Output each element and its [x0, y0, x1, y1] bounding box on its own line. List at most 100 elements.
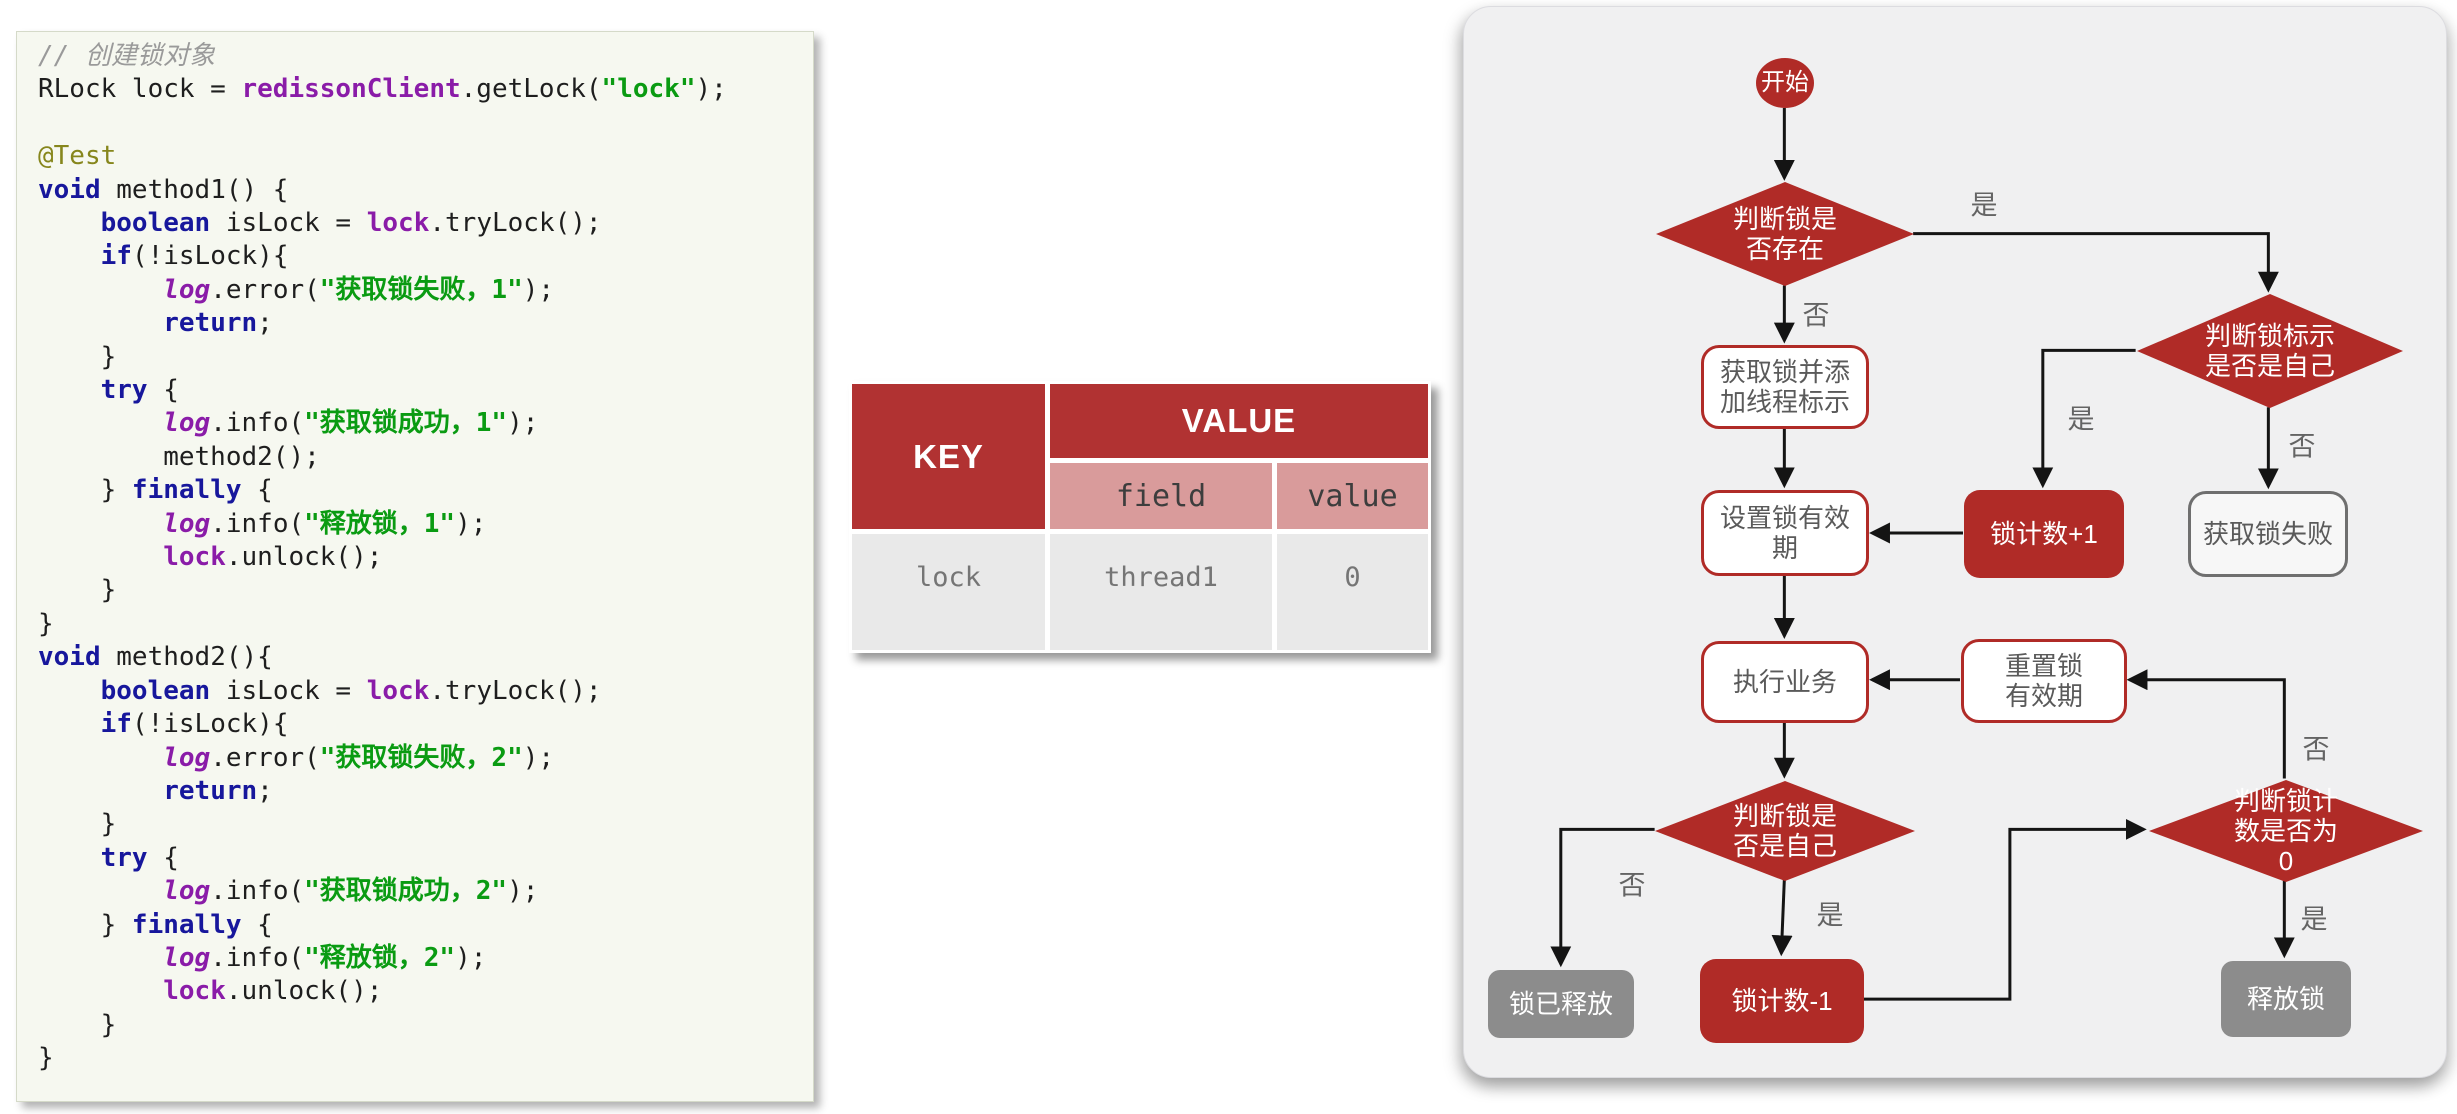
code-line: log.error("获取锁失败，2");: [38, 742, 813, 775]
edge-label-yes-zero: 是: [2300, 904, 2328, 935]
code-line: }: [38, 1009, 813, 1042]
node-start: 开始: [1756, 58, 1814, 108]
node-lock-count-minus-1: 锁计数-1: [1700, 959, 1864, 1043]
code-token-kw: void: [38, 174, 101, 205]
code-token-pln: [38, 776, 163, 806]
code-line: void method2(){: [38, 641, 813, 674]
code-line: }: [38, 608, 813, 641]
edge-count-minus-to-check-zero: [1863, 818, 2147, 1001]
code-token-pln: [38, 709, 101, 739]
code-token-fld: redissonClient: [241, 74, 461, 105]
code-token-pln: }: [38, 1043, 54, 1074]
code-token-kw: boolean: [100, 675, 211, 706]
value-header-cell: VALUE: [1050, 384, 1428, 458]
code-line: // 创建锁对象: [38, 40, 813, 73]
code-line: log.info("释放锁，2");: [38, 942, 813, 975]
code-token-pln: ;: [257, 308, 273, 339]
code-token-pln: {: [147, 842, 179, 873]
code-token-pln: [38, 241, 101, 271]
node-acquire-lock-failed: 获取锁失败: [2188, 491, 2348, 577]
code-line: } finally {: [38, 474, 813, 507]
code-token-log: log: [163, 408, 211, 439]
code-token-pln: [38, 308, 163, 338]
node-check-lock-mark-is-own: 判断锁标示 是否是自己: [2137, 294, 2403, 408]
redis-structure-table: KEY VALUE field value lock thread1 0: [849, 381, 1431, 653]
node-set-lock-ttl: 设置锁有效 期: [1701, 490, 1869, 576]
edge-check-exists-yes-to-check-mark: [1913, 232, 2279, 293]
code-token-str: "获取锁成功，2": [304, 876, 508, 907]
code-token-ann: @Test: [38, 141, 117, 172]
code-line: log.info("获取锁成功，2");: [38, 875, 813, 908]
node-acquire-lock-add-thread-mark: 获取锁并添 加线程标示: [1701, 345, 1869, 429]
code-token-log: log: [163, 274, 211, 305]
code-token-pln: method2(){: [100, 642, 273, 673]
key-header-cell: KEY: [852, 384, 1045, 529]
edge-check-zero-no-to-reset-ttl: [2126, 669, 2286, 779]
flowchart-panel: 开始判断锁是 否存在获取锁并添 加线程标示设置锁有效 期执行业务判断锁是 否是自…: [1463, 6, 2447, 1078]
code-token-pln: [38, 408, 163, 438]
code-token-str: "lock": [601, 74, 696, 105]
code-line: void method1() {: [38, 174, 813, 207]
code-token-pln: isLock =: [210, 675, 367, 706]
code-token-pln: }: [38, 1009, 117, 1040]
code-token-kw: boolean: [100, 208, 211, 239]
code-token-pln: RLock lock =: [38, 74, 242, 105]
code-token-pln: );: [507, 408, 539, 439]
edge-label-no-zero: 否: [2302, 734, 2330, 765]
code-line: boolean isLock = lock.tryLock();: [38, 207, 813, 240]
code-token-pln: [38, 509, 163, 539]
edge-label-no-mark: 否: [2288, 431, 2316, 462]
code-token-str: "获取锁成功，1": [304, 408, 508, 439]
node-release-lock: 释放锁: [2221, 961, 2351, 1037]
code-token-str: "获取锁失败，2": [319, 742, 523, 773]
code-token-pln: [38, 275, 163, 305]
code-line: } finally {: [38, 909, 813, 942]
field-header-cell: field: [1050, 463, 1272, 529]
node-reset-lock-ttl: 重置锁 有效期: [1961, 639, 2127, 723]
edge-check-own-no-to-released: [1550, 827, 1655, 968]
code-line: method2();: [38, 441, 813, 474]
code-line: }: [38, 1042, 813, 1075]
code-token-kw: if: [100, 709, 132, 740]
flowchart-edges: [1550, 107, 2295, 1001]
code-token-pln: );: [455, 508, 487, 539]
code-token-pln: isLock =: [210, 208, 367, 239]
flowchart-canvas: 开始判断锁是 否存在获取锁并添 加线程标示设置锁有效 期执行业务判断锁是 否是自…: [1464, 7, 2446, 1077]
code-line: lock.unlock();: [38, 975, 813, 1008]
code-token-log: log: [163, 508, 211, 539]
value-data-cell: 0: [1277, 534, 1428, 650]
code-line: [38, 107, 813, 140]
code-token-pln: }: [38, 809, 117, 840]
code-token-pln: }: [38, 608, 54, 639]
code-token-pln: [38, 843, 101, 873]
code-token-fld: lock: [163, 542, 226, 573]
code-token-pln: {: [241, 475, 273, 506]
code-token-pln: .getLock(: [460, 74, 602, 105]
code-token-pln: .tryLock();: [429, 675, 602, 706]
code-token-pln: [38, 208, 101, 238]
node-lock-already-released: 锁已释放: [1488, 970, 1634, 1038]
code-line: try {: [38, 374, 813, 407]
code-token-pln: );: [522, 742, 555, 773]
code-token-kw: try: [100, 375, 148, 406]
code-token-log: log: [163, 876, 211, 907]
node-lock-count-plus-1: 锁计数+1: [1964, 490, 2124, 578]
code-line: @Test: [38, 140, 813, 173]
code-token-pln: }: [38, 909, 132, 940]
code-token-pln: {: [241, 909, 273, 940]
code-token-pln: .unlock();: [225, 976, 383, 1007]
code-token-pln: .tryLock();: [429, 208, 602, 239]
code-token-pln: ;: [257, 775, 273, 806]
code-line: return;: [38, 775, 813, 808]
field-data-cell: thread1: [1050, 534, 1272, 650]
code-token-pln: }: [38, 341, 117, 372]
code-token-pln: }: [38, 475, 132, 506]
code-line: if(!isLock){: [38, 708, 813, 741]
code-token-pln: .info(: [210, 876, 305, 907]
edge-label-no-own: 否: [1618, 870, 1646, 901]
code-token-cmt: // 创建锁对象: [38, 41, 215, 71]
code-token-fld: lock: [163, 976, 226, 1007]
